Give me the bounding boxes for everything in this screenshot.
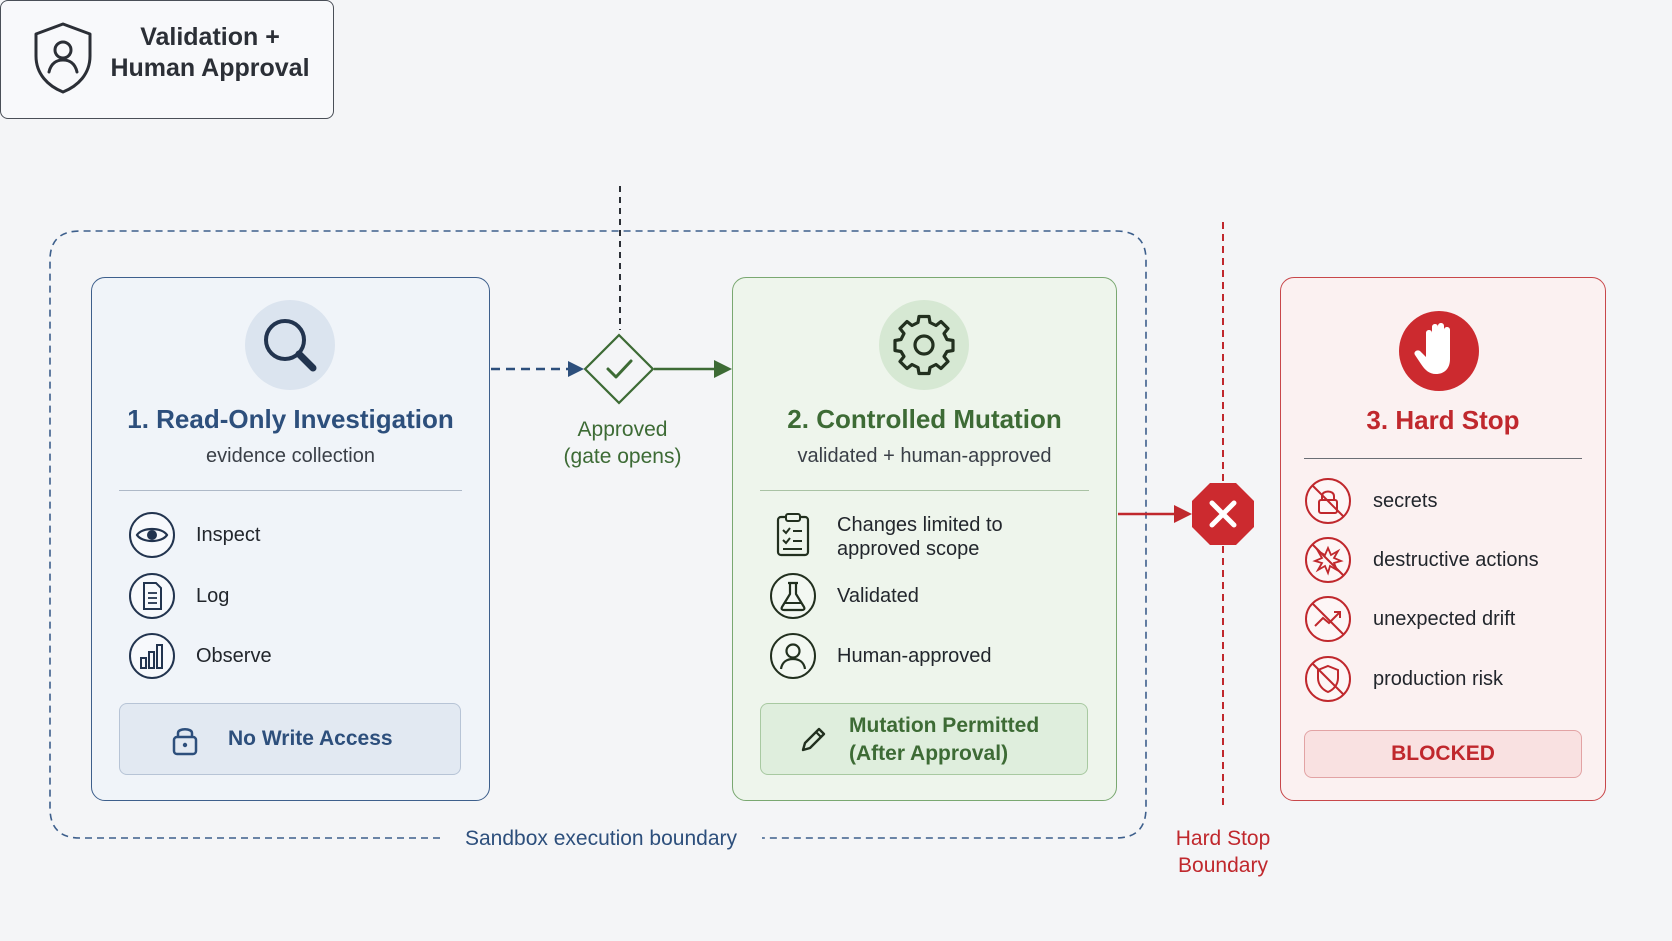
list-item: Human-approved	[733, 632, 1116, 682]
search-icon	[264, 319, 317, 372]
divider	[760, 490, 1089, 491]
eye-icon	[129, 512, 175, 558]
mutation-permitted-badge: Mutation Permitted (After Approval)	[760, 703, 1088, 775]
list-item: production risk	[1281, 655, 1605, 705]
item-label: Observe	[196, 645, 272, 667]
divider	[1304, 458, 1582, 459]
sandbox-boundary-label: Sandbox execution boundary	[464, 827, 738, 850]
item-label: unexpected drift	[1373, 608, 1516, 630]
no-explosion-icon	[1305, 537, 1351, 583]
user-icon	[770, 633, 816, 679]
gate-label: Approved (gate opens)	[563, 418, 682, 468]
footer-label: No Write Access	[228, 727, 393, 750]
item-label: Changes limited to approved scope	[837, 514, 1003, 560]
stop-hand-icon-circle	[1399, 311, 1479, 391]
controlled-mutation-panel: 2. Controlled Mutation validated + human…	[732, 277, 1117, 801]
shield-user-icon	[34, 22, 92, 94]
search-icon-circle	[245, 300, 335, 390]
item-label: secrets	[1373, 490, 1438, 512]
list-item: unexpected drift	[1281, 595, 1605, 645]
divider	[119, 490, 462, 491]
item-label: destructive actions	[1373, 549, 1539, 571]
footer-label: BLOCKED	[1391, 742, 1495, 765]
check-icon	[606, 359, 633, 379]
hard-stop-title: 3. Hard Stop	[1366, 405, 1520, 435]
list-item: secrets	[1281, 477, 1605, 527]
item-label: production risk	[1373, 668, 1504, 690]
bar-chart-icon	[129, 633, 175, 679]
no-lock-icon	[1305, 478, 1351, 524]
list-item: destructive actions	[1281, 536, 1605, 586]
list-item: Validated	[733, 572, 1116, 622]
gear-icon-circle	[879, 300, 969, 390]
read-only-title: 1. Read-Only Investigation	[127, 404, 454, 434]
no-write-access-badge: No Write Access	[119, 703, 461, 775]
lock-icon	[172, 728, 198, 756]
list-item: Observe	[92, 632, 489, 682]
flask-icon	[770, 573, 816, 619]
list-item: Changes limited to approved scope	[733, 510, 1116, 560]
hard-stop-panel: 3. Hard Stop secrets destructive actions…	[1280, 277, 1606, 801]
no-shield-icon	[1305, 656, 1351, 702]
footer-label: Mutation Permitted (After Approval)	[849, 714, 1040, 765]
mutation-subtitle: validated + human-approved	[797, 445, 1052, 467]
no-trend-icon	[1305, 596, 1351, 642]
blocked-badge: BLOCKED	[1304, 730, 1582, 778]
approval-title: Validation + Human Approval	[110, 23, 310, 82]
gate-diamond	[583, 333, 655, 405]
hard-stop-boundary-label: Hard Stop Boundary	[1175, 827, 1271, 877]
clipboard-check-icon	[776, 513, 810, 557]
read-only-subtitle: evidence collection	[206, 445, 375, 467]
item-label: Log	[196, 585, 230, 607]
document-icon	[129, 573, 175, 619]
list-item: Inspect	[92, 511, 489, 561]
item-label: Inspect	[196, 524, 261, 546]
mutation-title: 2. Controlled Mutation	[787, 404, 1062, 434]
read-only-panel: 1. Read-Only Investigation evidence coll…	[91, 277, 490, 801]
approval-gate-box: Validation + Human Approval	[0, 0, 334, 119]
item-label: Human-approved	[837, 645, 992, 667]
item-label: Validated	[837, 585, 919, 607]
list-item: Log	[92, 572, 489, 622]
gear-icon	[893, 314, 955, 376]
stop-hand-icon	[1414, 323, 1450, 374]
blocked-octagon-icon	[1192, 483, 1254, 545]
pencil-icon	[801, 727, 826, 752]
